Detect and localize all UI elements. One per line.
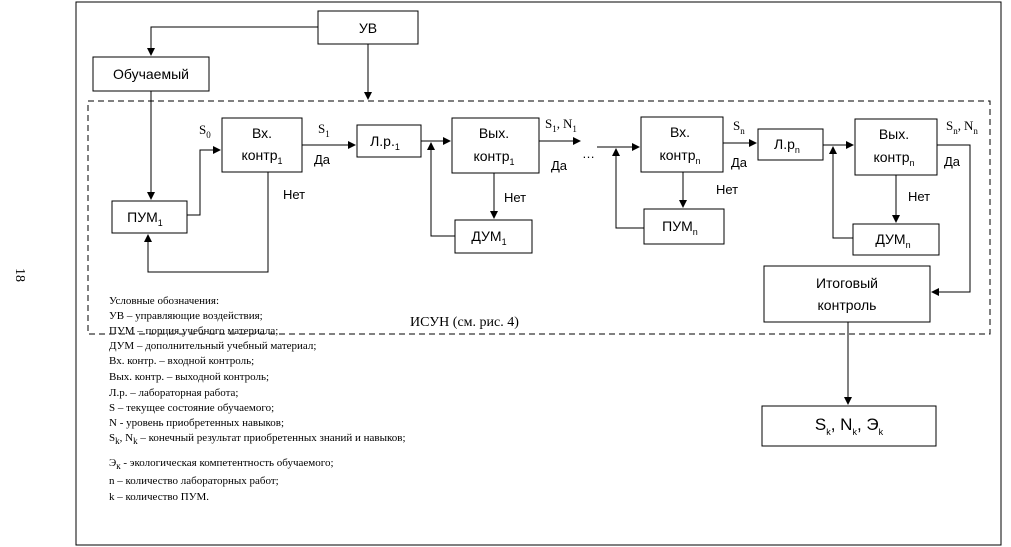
dum1-box: ДУМ1 [454, 219, 533, 254]
connectors [144, 26, 971, 405]
svg-text:Итоговый: Итоговый [816, 275, 878, 291]
svg-text:Л.рn: Л.рn [774, 136, 800, 155]
label-da-1: Да [314, 152, 331, 167]
uv-box: УВ [317, 10, 419, 45]
final-control-box: Итоговый контроль [763, 265, 931, 323]
pum1-box: ПУМ1 [111, 200, 188, 234]
legend-line: k – количество ПУМ. [109, 491, 209, 503]
page-number: 18 [12, 268, 27, 282]
label-ellipsis: … [582, 146, 595, 161]
svg-text:ПУМn: ПУМn [662, 218, 698, 237]
svg-text:Вх.: Вх. [670, 124, 690, 140]
svg-text:контрn: контрn [873, 149, 914, 168]
vyx-contr1-box: Вых. контр1 [451, 117, 540, 174]
pumn-box: ПУМn [643, 208, 725, 245]
label-s1: S1 [318, 121, 330, 139]
legend-line: n – количество лабораторных работ; [109, 475, 279, 487]
legend-line: S – текущее состояние обучаемого; [109, 402, 274, 414]
svg-text:Вых.: Вых. [479, 125, 509, 141]
isun-region [87, 100, 991, 335]
label-sn-nn: Sn,Nn [946, 118, 978, 136]
vyx-contrn-box: Вых. контрn [854, 118, 938, 176]
svg-text:ПУМ1: ПУМ1 [127, 209, 163, 228]
dumn-box: ДУМn [852, 223, 940, 256]
legend-line: УВ – управляющие воздействия; [109, 310, 263, 322]
legend-line: N - уровень приобретенных навыков; [109, 417, 284, 429]
label-da-4: Да [944, 154, 961, 169]
svg-text:УВ: УВ [359, 20, 377, 36]
label-da-2: Да [551, 158, 568, 173]
label-sn: Sn [733, 118, 745, 136]
lrn-box: Л.рn [757, 128, 824, 161]
label-net-1: Нет [283, 187, 305, 202]
vx-contrn-box: Вх. контрn [640, 116, 724, 173]
legend-line-sk: Sk, Nk – конечный результат приобретенны… [109, 432, 406, 446]
label-s1-n1: S1,N1 [545, 116, 577, 134]
svg-text:Обучаемый: Обучаемый [113, 66, 189, 82]
svg-text:контроль: контроль [818, 297, 877, 313]
label-net-3: Нет [716, 182, 738, 197]
svg-text:Вых.: Вых. [879, 126, 909, 142]
legend: Условные обозначения: УВ – управляющие в… [109, 295, 406, 503]
svg-text:Вх.: Вх. [252, 125, 272, 141]
legend-line: ПУМ – порция учебного материала; [109, 325, 278, 337]
legend-line: ДУМ – дополнительный учебный материал; [109, 340, 316, 352]
legend-line-ek: Эк - экологическая компетентность обучае… [109, 457, 334, 471]
svg-text:Л.р.1: Л.р.1 [370, 133, 400, 152]
legend-line: Условные обозначения: [109, 295, 219, 307]
learner-box: Обучаемый [92, 56, 210, 92]
legend-line: Вх. контр. – входной контроль; [109, 355, 254, 367]
label-s0: S0 [199, 122, 211, 140]
vx-contr1-box: Вх. контр1 [221, 117, 303, 173]
label-da-3: Да [731, 155, 748, 170]
result-box: Sk, Nk, Эk [761, 405, 937, 447]
svg-text:контр1: контр1 [473, 148, 514, 167]
isun-label: ИСУН (см. рис. 4) [410, 315, 519, 330]
page-frame [75, 1, 1002, 546]
label-net-2: Нет [504, 190, 526, 205]
svg-text:контрn: контрn [659, 147, 700, 166]
svg-text:контр1: контр1 [241, 147, 282, 166]
label-net-4: Нет [908, 189, 930, 204]
svg-text:Sk, Nk, Эk: Sk, Nk, Эk [815, 415, 884, 437]
lr1-box: Л.р.1 [356, 124, 422, 158]
legend-line: Л.р. – лабораторная работа; [109, 387, 238, 399]
legend-line: Вых. контр. – выходной контроль; [109, 371, 269, 383]
svg-text:ДУМn: ДУМn [875, 231, 910, 250]
svg-text:ДУМ1: ДУМ1 [471, 228, 506, 247]
